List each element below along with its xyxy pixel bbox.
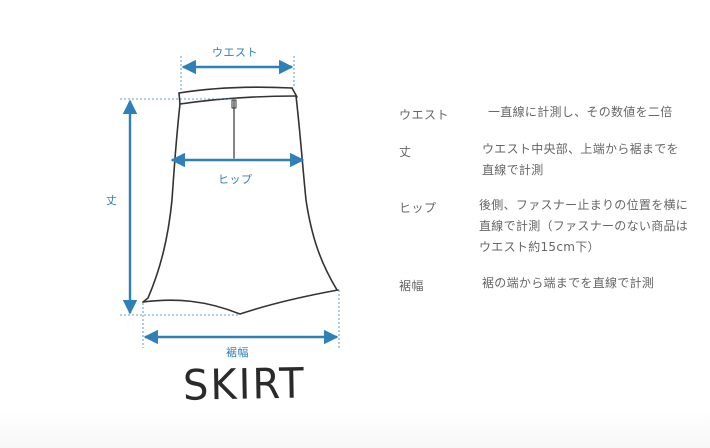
row-hip-label: ヒップ xyxy=(399,201,437,215)
row-length-line-1: ウエスト中央部、上端から裾までを xyxy=(482,142,679,156)
guide-lines xyxy=(120,56,340,348)
waistband-top xyxy=(178,86,293,94)
row-hip-desc: 後側、ファスナー止まりの位置を横に 直線で計測（ファスナーのない商品は ウエスト… xyxy=(479,195,688,258)
row-hem-line-1: 裾の端から端までを直線で計測 xyxy=(482,276,655,290)
row-hem-desc: 裾の端から端までを直線で計測 xyxy=(482,273,654,294)
row-hip-line-2: 直線で計測（ファスナーのない商品は xyxy=(479,219,689,233)
length-label: 丈 xyxy=(106,194,118,207)
row-hip-line-1: 後側、ファスナー止まりの位置を横に xyxy=(479,198,689,212)
hem-label: 裾幅 xyxy=(226,346,249,359)
row-waist-label: ウエスト xyxy=(399,108,450,122)
waistband-bottom xyxy=(179,95,297,105)
row-hem-label: 裾幅 xyxy=(399,279,425,293)
hip-label: ヒップ xyxy=(218,173,253,186)
row-waist-line-1: 一直線に計測し、その数値を二倍 xyxy=(488,105,673,119)
waistband-left xyxy=(178,92,181,105)
row-hip-line-3: ウエスト約15cm下） xyxy=(479,240,600,254)
skirt-hem xyxy=(142,289,339,315)
row-waist-desc: 一直線に計測し、その数値を二倍 xyxy=(488,102,673,123)
row-length-desc: ウエスト中央部、上端から裾までを 直線で計測 xyxy=(482,139,679,181)
skirt-right-side xyxy=(295,95,338,291)
row-length-label: 丈 xyxy=(399,145,412,159)
row-length-line-2: 直線で計測 xyxy=(482,163,544,177)
zipper-tab xyxy=(231,99,237,109)
skirt-left-side xyxy=(142,103,181,303)
skirt-title: SKIRT xyxy=(182,359,307,411)
skirt-outline xyxy=(142,86,339,315)
measure-arrows xyxy=(122,59,339,345)
waist-label: ウエスト xyxy=(212,46,258,59)
